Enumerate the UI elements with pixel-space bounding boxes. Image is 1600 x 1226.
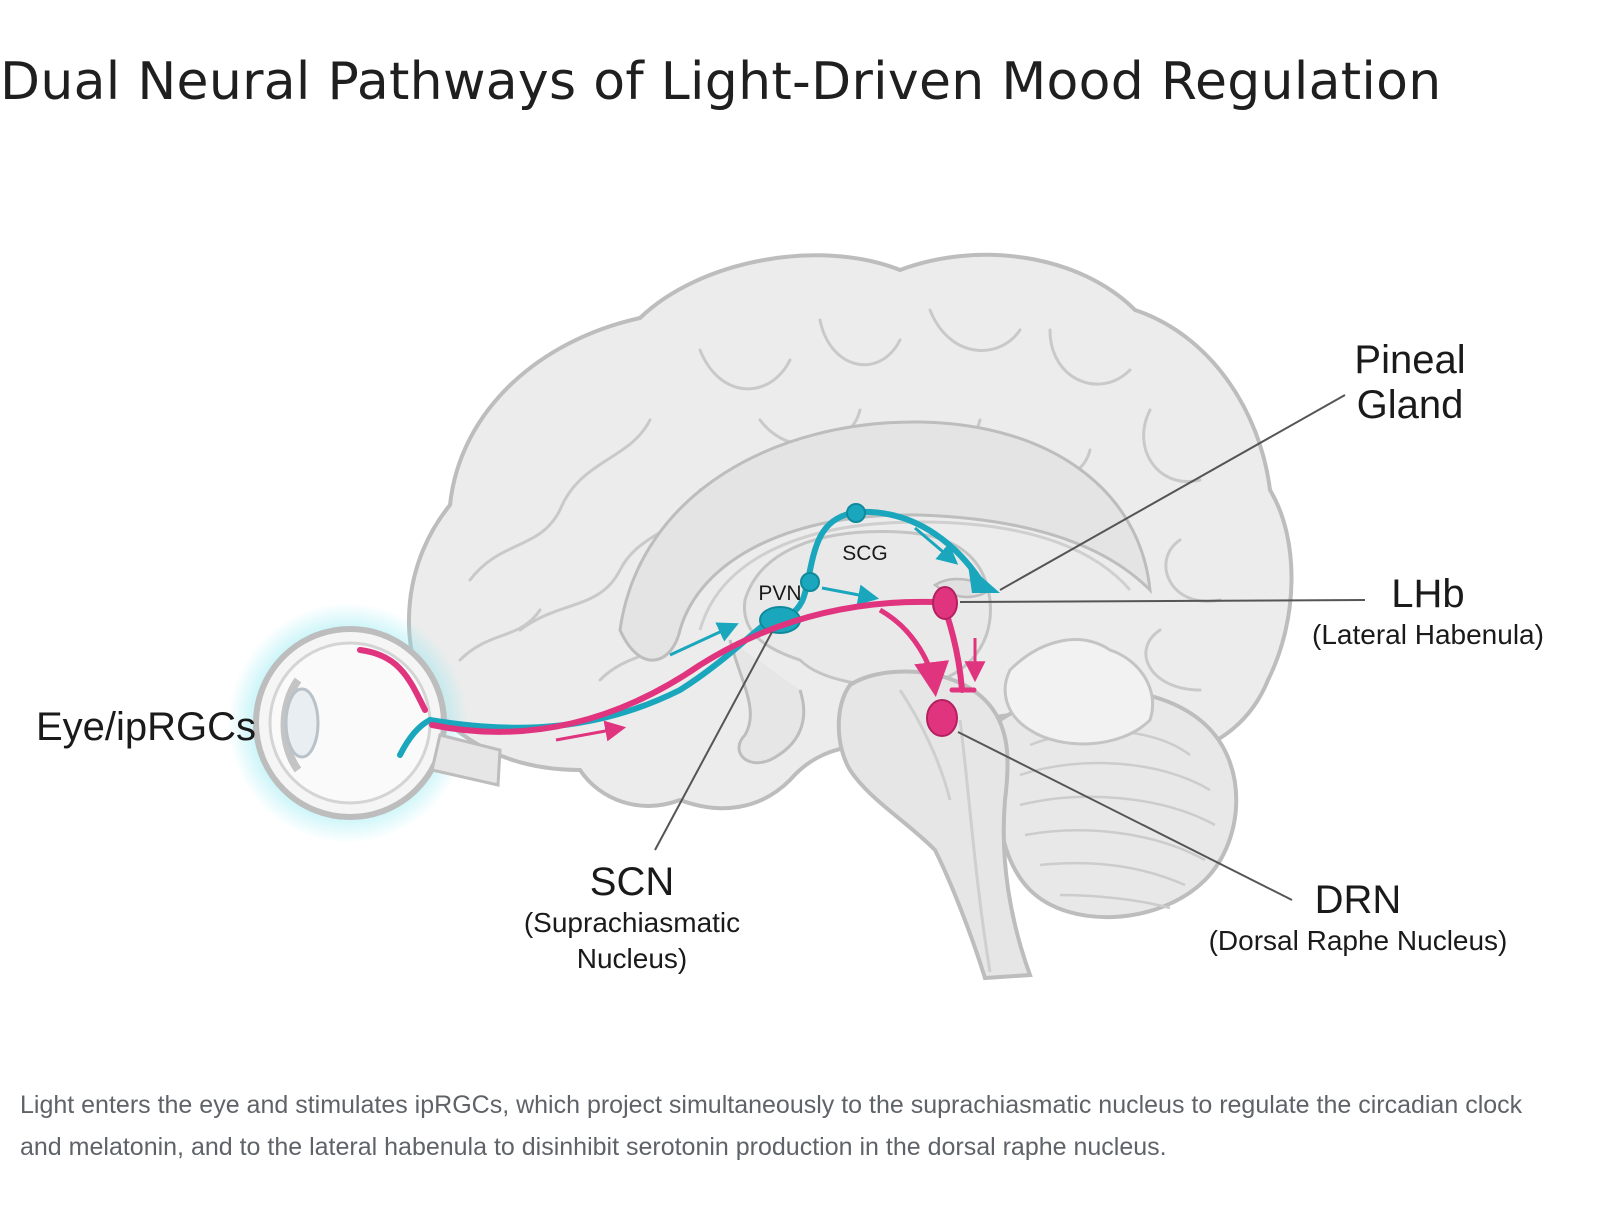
pineal-label-line2: Gland	[1357, 383, 1464, 427]
scn-label: SCN	[590, 860, 674, 904]
lhb-label: LHb	[1391, 572, 1464, 616]
pathway-diagram: Eye/ipRGCs Pineal Gland LHb (Lateral Hab…	[0, 160, 1600, 1040]
brainstem	[836, 669, 1033, 981]
pvn-label: PVN	[758, 582, 801, 605]
page-title: Dual Neural Pathways of Light-Driven Moo…	[0, 52, 1442, 112]
eye-label: Eye/ipRGCs	[36, 705, 256, 749]
thalamus-region	[742, 530, 992, 688]
lhb-leader	[959, 599, 1366, 603]
mood-pathway	[429, 586, 986, 742]
brain-illustration	[407, 252, 1294, 981]
lhb-full-label: (Lateral Habenula)	[1312, 619, 1544, 650]
eye-illustration	[228, 603, 502, 843]
lens	[284, 687, 320, 759]
leader-lines	[654, 394, 1366, 901]
optic-nerve	[430, 733, 502, 787]
pineal-leader	[999, 394, 1346, 591]
pineal-gland-arrowhead	[968, 565, 1000, 593]
cerebellum	[994, 638, 1239, 920]
scn-leader	[654, 631, 773, 851]
drn-label: DRN	[1315, 878, 1402, 922]
drn-nucleus	[926, 699, 958, 737]
pvn-nucleus	[800, 572, 820, 592]
pineal-label-line1: Pineal	[1354, 338, 1465, 382]
drn-full-label: (Dorsal Raphe Nucleus)	[1209, 925, 1508, 956]
scn-full-label-line2: Nucleus)	[577, 943, 687, 974]
drn-leader	[957, 731, 1293, 901]
figure-caption: Light enters the eye and stimulates ipRG…	[20, 1091, 1523, 1161]
scn-full-label-line1: (Suprachiasmatic	[524, 907, 740, 938]
scg-node	[846, 503, 866, 523]
corpus-callosum	[618, 420, 1152, 662]
lhb-nucleus	[932, 586, 958, 620]
scg-label: SCG	[842, 542, 888, 565]
